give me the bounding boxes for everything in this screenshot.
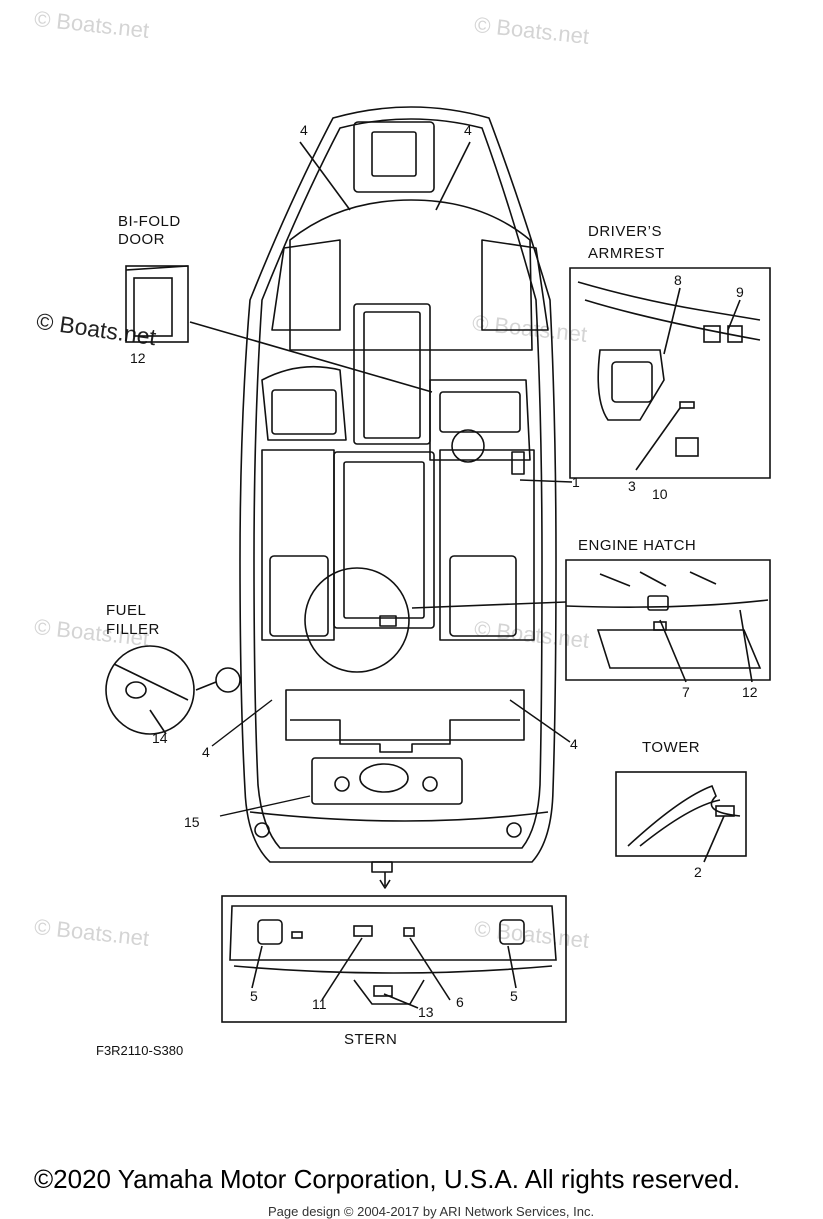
- callout-14: 14: [152, 730, 168, 746]
- hull-inner-outline: [253, 118, 543, 849]
- bifold-door-inset: [125, 265, 189, 343]
- label-stern: STERN: [344, 1031, 398, 1048]
- callout-7: 7: [682, 684, 690, 700]
- bow-locker: [353, 121, 435, 193]
- port-lounge: [261, 449, 335, 641]
- callout-4: 4: [570, 736, 578, 752]
- callout-2: 2: [694, 864, 702, 880]
- label-fuel-filler: FUEL: [106, 602, 147, 619]
- callout-5: 5: [510, 988, 518, 1004]
- page-design-credit: Page design © 2004-2017 by ARI Network S…: [268, 1204, 595, 1219]
- helm-console: [429, 379, 531, 461]
- port-console: [261, 365, 347, 441]
- callout-4: 4: [202, 744, 210, 760]
- label-tower: TOWER: [642, 739, 701, 756]
- callout-6: 6: [456, 994, 464, 1010]
- callout-11: 11: [312, 996, 327, 1012]
- steering-wheel: [451, 429, 485, 463]
- diagram-code: F3R2110-S380: [96, 1043, 184, 1058]
- callout-9: 9: [736, 284, 744, 300]
- callout-4: 4: [464, 122, 472, 138]
- starboard-lounge: [439, 449, 535, 641]
- callout-10: 10: [652, 486, 668, 502]
- fuel-filler-inset: [105, 645, 195, 735]
- bow-cockpit: [289, 199, 533, 351]
- callout-3: 3: [628, 478, 636, 494]
- label-drivers-armrest: DRIVER’S: [588, 223, 663, 240]
- callout-4: 4: [300, 122, 308, 138]
- callout-12: 12: [742, 684, 758, 700]
- label-bifold-door: BI-FOLD: [118, 213, 181, 230]
- label-drivers-armrest: ARMREST: [588, 245, 665, 262]
- callout-8: 8: [674, 272, 682, 288]
- aft-deck: [285, 689, 525, 741]
- callout-5: 5: [250, 988, 258, 1004]
- engine-hatch: [333, 451, 435, 629]
- label-fuel-filler: FILLER: [106, 621, 160, 638]
- copyright-footer: ©2020 Yamaha Motor Corporation, U.S.A. A…: [34, 1164, 741, 1194]
- transom: [249, 811, 549, 822]
- callout-12: 12: [130, 350, 146, 366]
- drivers-armrest-inset: [569, 267, 771, 479]
- label-bifold-door: DOOR: [118, 231, 165, 248]
- callout-13: 13: [418, 1004, 434, 1020]
- tower-inset: [615, 771, 747, 857]
- engine-hatch-callout-circle: [304, 567, 410, 673]
- callout-15: 15: [184, 814, 200, 830]
- stern-inset: [221, 895, 567, 1023]
- hull-outline: [239, 106, 557, 863]
- label-engine-hatch: ENGINE HATCH: [578, 537, 697, 554]
- engine-hatch-inset: [565, 559, 771, 681]
- stern-compartment: [311, 757, 463, 805]
- callout-1: 1: [572, 474, 580, 490]
- bow-walkthrough: [353, 303, 431, 445]
